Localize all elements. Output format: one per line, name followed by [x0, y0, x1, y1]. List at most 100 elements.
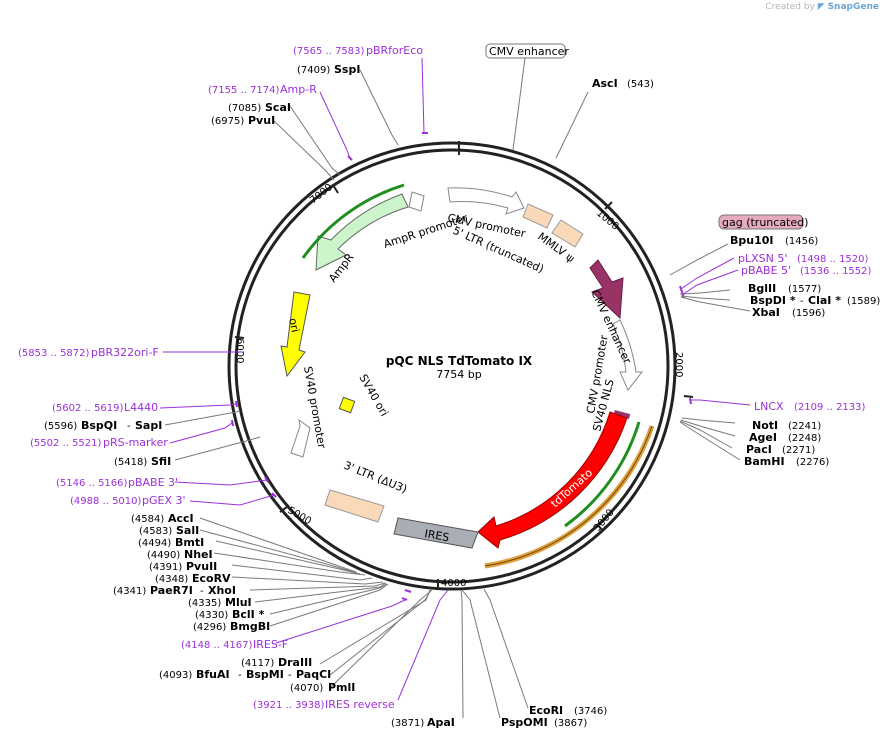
map-label: (2109 .. 2133)	[794, 402, 866, 413]
tick-5000: 5000	[286, 505, 314, 527]
tick-4000: 4000	[441, 578, 466, 589]
enzyme-bmgbi: BmgBI	[230, 620, 270, 633]
backbone	[227, 141, 677, 591]
primer-labels: (7565 .. 7583) pBRforEco (7155 .. 7174) …	[18, 44, 872, 711]
cmv-promoter-top-arrow	[447, 187, 525, 215]
map-label: (4335)	[188, 598, 221, 609]
enzyme-pvui: PvuI	[248, 114, 275, 127]
plasmid-name: pQC NLS TdTomato IX	[386, 354, 533, 368]
enzyme-bspqi: BspQI	[81, 419, 117, 432]
ori-arrow	[280, 291, 311, 378]
map-label: (4988 .. 5010)	[70, 496, 142, 507]
map-label: (1589)	[847, 296, 880, 307]
mmlv-psi-box	[551, 219, 584, 248]
map-label: (5502 .. 5521)	[30, 438, 102, 449]
map-label: (543)	[627, 79, 654, 90]
primer-l4440: L4440	[124, 401, 158, 414]
primer-pbr322ori: pBR322ori-F	[91, 346, 159, 359]
map-label: (6975)	[211, 116, 244, 127]
scale-ticks	[234, 141, 694, 588]
map-label: (5602 .. 5619)	[52, 403, 124, 414]
ltr5-box	[522, 203, 554, 229]
enzyme-bspdi: BspDI *	[750, 294, 796, 307]
tdtomato-orf-line	[564, 421, 641, 528]
map-label: (3921 .. 3938)	[253, 700, 325, 711]
tick-6000-mark	[234, 336, 245, 339]
primer-ampr: Amp-R	[280, 83, 317, 96]
enzyme-acci: AccI	[168, 512, 194, 525]
credit-brand: SnapGene	[827, 2, 879, 12]
map-label: (7155 .. 7174)	[208, 85, 280, 96]
gag-label: gag (truncated)	[722, 216, 808, 229]
ampr-promoter-arrow	[408, 191, 425, 212]
enzyme-draiii: DraIII	[278, 656, 312, 669]
primer-prs-marker: pRS-marker	[103, 436, 168, 449]
tick-2000: 2000	[673, 352, 684, 377]
map-label: (4296)	[193, 622, 226, 633]
map-label: (7085)	[228, 103, 261, 114]
enzyme-agei: AgeI	[749, 431, 777, 444]
enzyme-bglii: BglII	[748, 282, 776, 295]
ori-label: ori	[286, 317, 302, 334]
map-label: (1456)	[785, 236, 818, 247]
primer-plxsn5: pLXSN 5'	[738, 252, 787, 265]
enzyme-labels: AscI (543) Bpu10I (1456) BglII (1577) Bs…	[44, 63, 880, 729]
map-label: (4117)	[241, 658, 274, 669]
sv40-ori-box	[338, 396, 356, 414]
map-label: (4070)	[290, 683, 323, 694]
tick-5000-mark	[279, 506, 288, 513]
map-label: (2241)	[788, 421, 821, 432]
features	[280, 183, 655, 569]
primer-ires-f: IRES-F	[253, 638, 288, 651]
tdtomato-label: tdTomato	[548, 466, 595, 510]
enzyme-paci: PacI	[746, 443, 772, 456]
enzyme-ecori: EcoRI	[529, 704, 563, 717]
orange-orf-outline	[484, 425, 653, 567]
credit-prefix: Created by	[765, 2, 815, 12]
map-label: (4341)	[113, 586, 146, 597]
plasmid-length: 7754 bp	[436, 368, 481, 381]
map-label: (2248)	[788, 433, 821, 444]
enzyme-mlui: MluI	[225, 596, 252, 609]
primer-lncx: LNCX	[754, 400, 784, 413]
enzyme-bfuai: BfuAI	[196, 668, 230, 681]
ltr3-label: 3' LTR (ΔU3)	[342, 459, 409, 496]
tdtomato-arrow	[477, 411, 628, 549]
ltr3-box	[324, 489, 385, 523]
tick-7000-mark	[332, 184, 339, 194]
map-label: (7565 .. 7583)	[293, 46, 365, 57]
enzyme-clai: ClaI *	[808, 294, 841, 307]
map-label: (5853 .. 5872)	[18, 348, 90, 359]
enzyme-bpu10i: Bpu10I	[730, 234, 774, 247]
enzyme-paer7i: PaeR7I	[150, 584, 193, 597]
map-label: (4490)	[147, 550, 180, 561]
tick-1000-mark	[604, 201, 613, 210]
enzyme-scai: ScaI	[265, 101, 291, 114]
map-label: (4584)	[131, 514, 164, 525]
primer-pgex3: pGEX 3'	[142, 494, 186, 507]
enzyme-sfii: SfiI	[151, 455, 171, 468]
tick-6000: 6000	[234, 338, 245, 363]
enzyme-bmti: BmtI	[175, 536, 204, 549]
enzyme-ecorv: EcoRV	[192, 572, 231, 585]
enzyme-sapi: SapI	[135, 419, 162, 432]
map-label: (5146 .. 5166)	[56, 478, 128, 489]
map-label: -	[127, 421, 131, 432]
snapgene-logo-icon: ◤	[817, 2, 825, 12]
map-label: (4148 .. 4167)	[181, 640, 253, 651]
ires-box	[393, 517, 479, 549]
snapgene-credit: Created by ◤ SnapGene	[765, 2, 879, 12]
map-label: (1498 .. 1520)	[797, 254, 869, 265]
tick-1000: 1000	[594, 208, 621, 233]
map-label: -	[238, 670, 242, 681]
map-label: (1577)	[788, 284, 821, 295]
sv40-ori-label: SV40 ori	[356, 372, 390, 419]
tick-3000-mark	[596, 523, 603, 531]
map-label: (4348)	[155, 574, 188, 585]
primer-pbrforeco: pBRforEco	[366, 44, 423, 57]
map-label: (3746)	[574, 706, 607, 717]
ires-label: IRES	[423, 527, 450, 544]
enzyme-sspi: SspI	[334, 63, 360, 76]
enzyme-bamhi: BamHI	[744, 455, 785, 468]
